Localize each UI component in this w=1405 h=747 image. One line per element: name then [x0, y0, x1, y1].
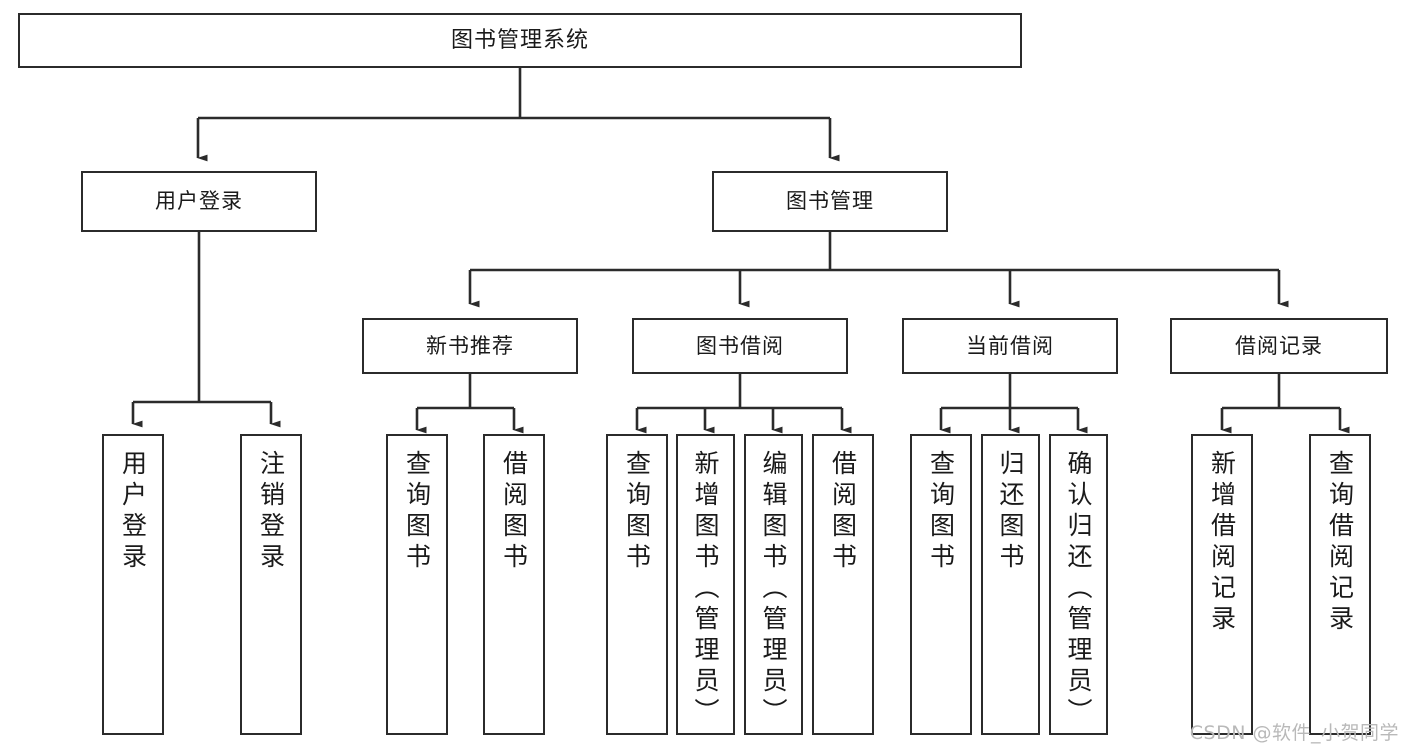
node-label: 查询图书: [622, 450, 652, 574]
node-label: 查询图书: [402, 450, 432, 574]
node-label: 借阅图书: [828, 450, 858, 574]
leaf-query-book-recommend[interactable]: 查询图书: [386, 434, 448, 735]
csdn-watermark: CSDN @软件_小贺同学: [1189, 722, 1399, 744]
leaf-query-book-current[interactable]: 查询图书: [910, 434, 972, 735]
node-label: 图书管理系统: [450, 27, 589, 53]
node-book-management[interactable]: 图书管理: [712, 171, 948, 232]
node-label: 用户登录: [118, 450, 148, 574]
node-label: 图书借阅: [696, 333, 784, 358]
node-label: 查询借阅记录: [1325, 450, 1355, 636]
node-label: 借阅记录: [1235, 333, 1323, 358]
leaf-query-book-borrow[interactable]: 查询图书: [606, 434, 668, 735]
node-label: 新增图书（管理员）: [691, 450, 720, 729]
leaf-add-borrow-record[interactable]: 新增借阅记录: [1191, 434, 1253, 735]
node-label: 借阅图书: [499, 450, 529, 574]
leaf-query-borrow-record[interactable]: 查询借阅记录: [1309, 434, 1371, 735]
leaf-borrow-book-recommend[interactable]: 借阅图书: [483, 434, 545, 735]
node-label: 确认归还（管理员）: [1064, 450, 1093, 729]
node-label: 注销登录: [256, 450, 286, 574]
node-book-borrow[interactable]: 图书借阅: [632, 318, 848, 374]
node-borrow-records[interactable]: 借阅记录: [1170, 318, 1388, 374]
node-label: 新增借阅记录: [1207, 450, 1237, 636]
leaf-return-book[interactable]: 归还图书: [981, 434, 1040, 735]
leaf-user-login[interactable]: 用户登录: [102, 434, 164, 735]
node-label: 用户登录: [155, 189, 243, 214]
leaf-confirm-return-admin[interactable]: 确认归还（管理员）: [1049, 434, 1108, 735]
node-label: 当前借阅: [966, 333, 1054, 358]
node-label: 编辑图书（管理员）: [759, 450, 788, 729]
node-user-login[interactable]: 用户登录: [81, 171, 317, 232]
leaf-edit-book-admin[interactable]: 编辑图书（管理员）: [744, 434, 803, 735]
leaf-borrow-book[interactable]: 借阅图书: [812, 434, 874, 735]
node-current-borrow[interactable]: 当前借阅: [902, 318, 1118, 374]
leaf-logout[interactable]: 注销登录: [240, 434, 302, 735]
node-label: 查询图书: [926, 450, 956, 574]
node-label: 图书管理: [786, 189, 874, 214]
node-root[interactable]: 图书管理系统: [18, 13, 1022, 68]
node-label: 归还图书: [996, 450, 1025, 574]
node-new-book-recommend[interactable]: 新书推荐: [362, 318, 578, 374]
leaf-add-book-admin[interactable]: 新增图书（管理员）: [676, 434, 735, 735]
node-label: 新书推荐: [426, 333, 514, 358]
